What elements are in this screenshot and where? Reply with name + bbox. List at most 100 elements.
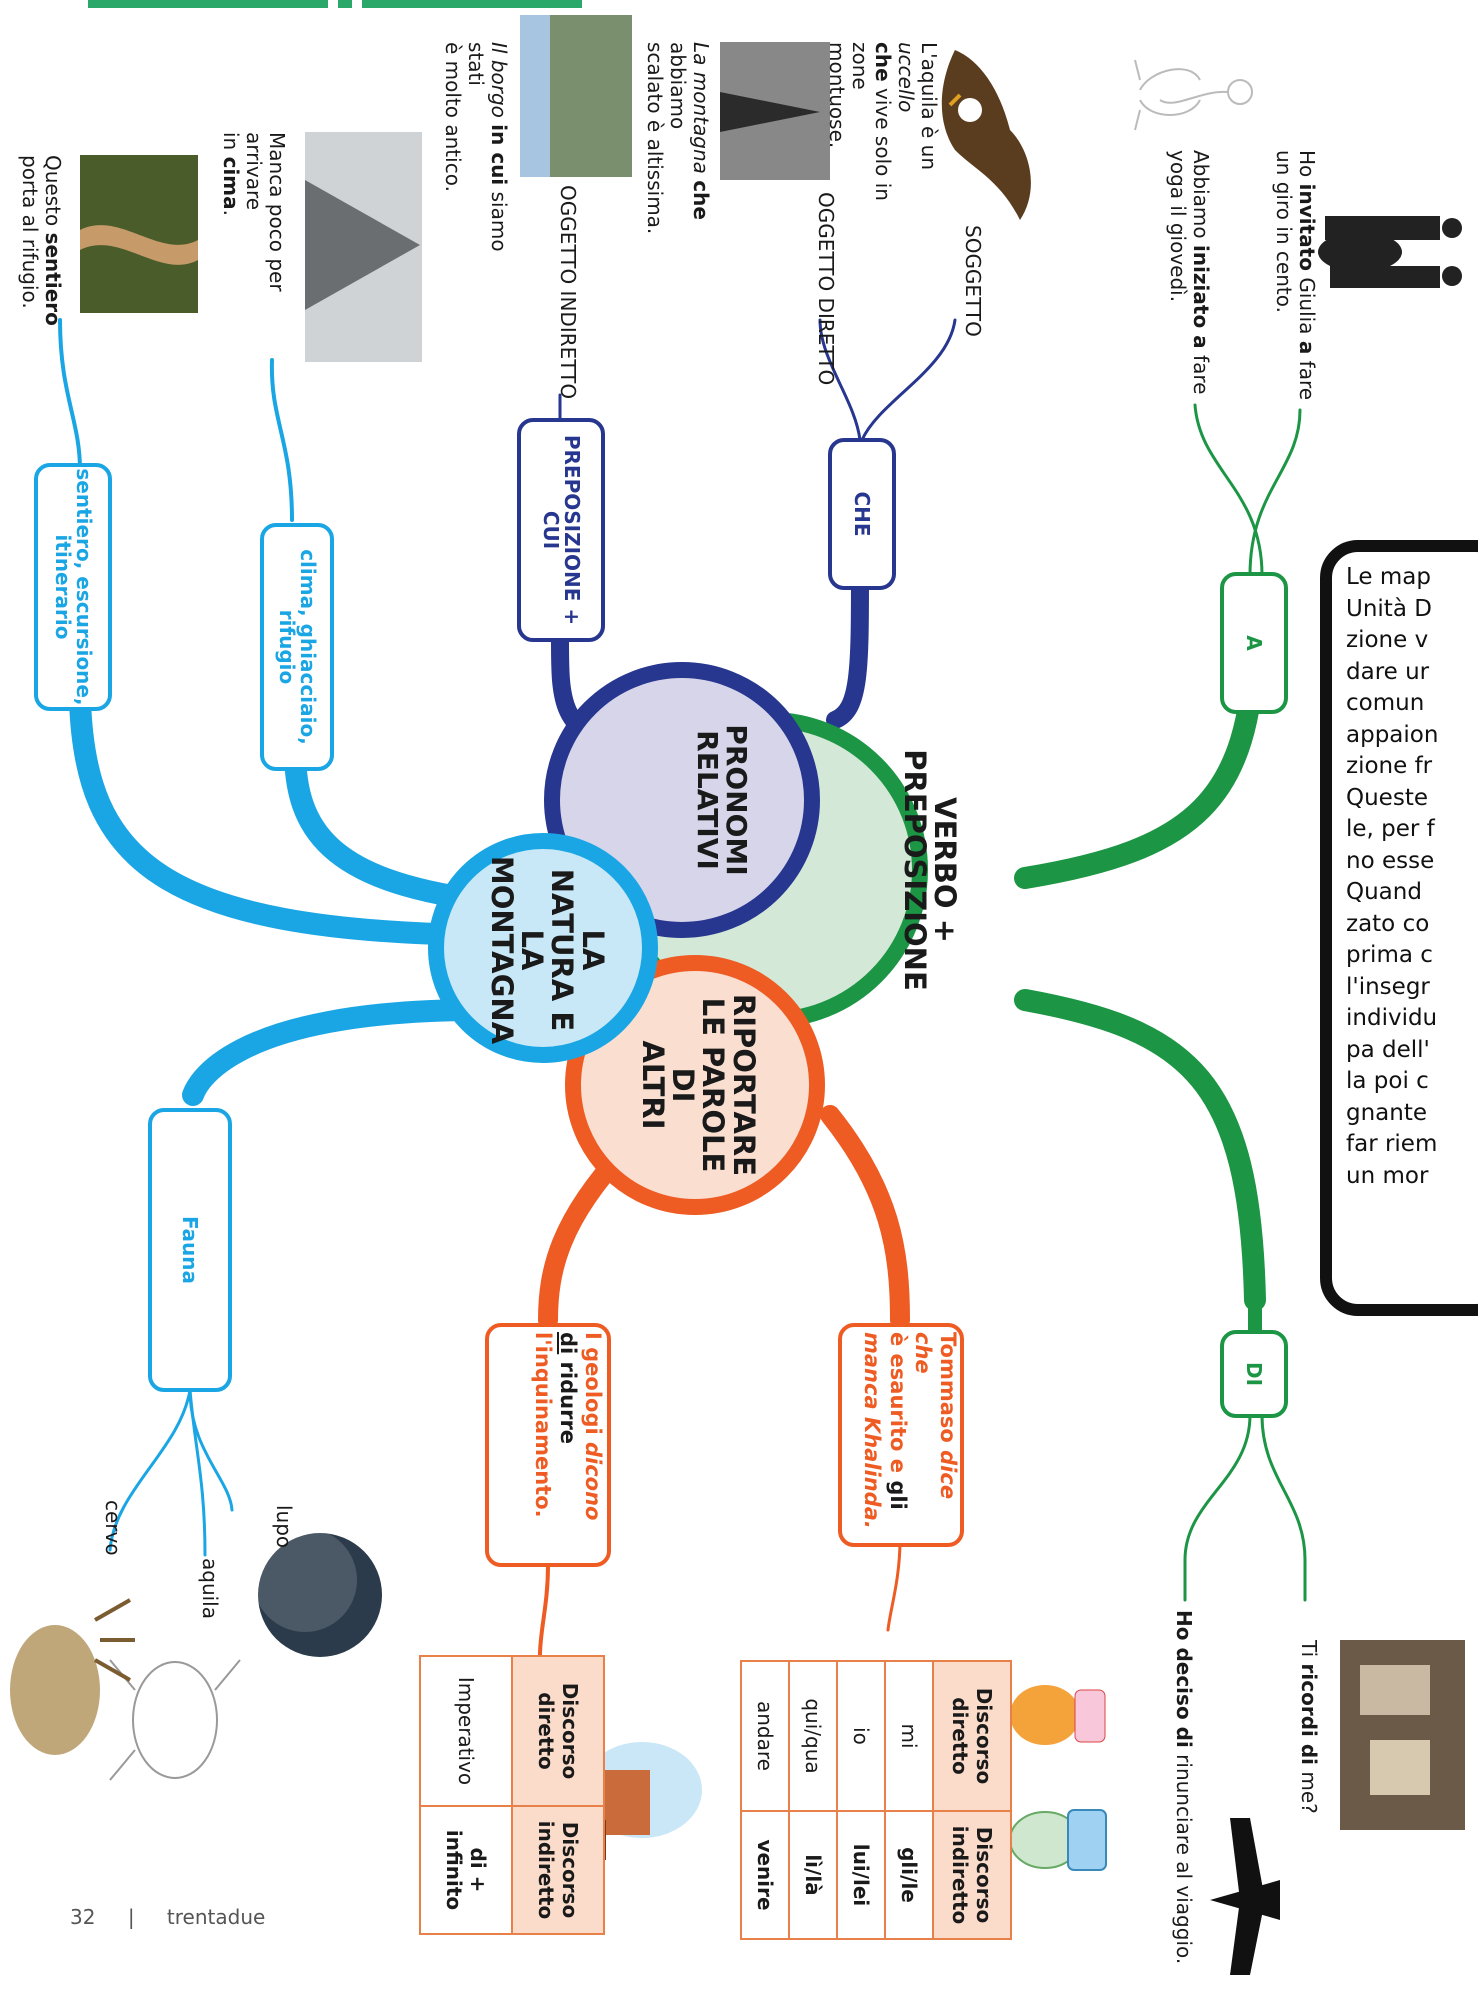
lupo-label: lupo xyxy=(272,1505,296,1565)
pronomi-line-2: RELATIVI xyxy=(691,730,724,870)
note-line: prima c xyxy=(1346,942,1433,968)
cervo-text: cervo xyxy=(101,1500,125,1556)
che-label: CHE xyxy=(830,440,894,588)
oggetto-indiretto-text: OGGETTO INDIRETTO xyxy=(556,185,580,400)
table1-header-indiretto: Discorso indiretto xyxy=(933,1811,1011,1939)
top-strip-left xyxy=(88,0,328,8)
silhouette-couple-image xyxy=(1318,216,1462,288)
oggetto-diretto-example: La montagna che abbiamo scalato è altiss… xyxy=(643,42,713,282)
a-ex1-pre: Ho xyxy=(1295,150,1319,184)
di-ex2-post: rinunciare al viaggio. xyxy=(1172,1747,1196,1965)
oggetto-diretto-text: OGGETTO DIRETTO xyxy=(814,192,838,386)
riportare-ex2-box xyxy=(485,1323,611,1567)
rp-ex1-line-3: manca Khalinda. xyxy=(860,1332,885,1529)
di-example-2: Ho deciso di rinunciare al viaggio. xyxy=(1172,1610,1196,1970)
prep-cui-box xyxy=(517,418,605,642)
od-ex-post: abbiamo xyxy=(666,42,690,130)
table1-cell: andare xyxy=(741,1661,789,1811)
a-example-2: Abbiamo iniziato a fare yoga il giovedì. xyxy=(1166,150,1213,410)
page-separator: | xyxy=(127,1905,135,1929)
od-ex-line-2: scalato è altissima. xyxy=(643,42,667,235)
glacier-peak xyxy=(305,180,420,310)
riportare-ex1-box xyxy=(838,1323,964,1547)
note-line: zato co xyxy=(1346,910,1430,937)
page-number: 32 xyxy=(70,1905,96,1929)
sentiero-label-line-2: itinerario xyxy=(51,534,75,640)
rp-ex1-mid: è esaurito e xyxy=(885,1332,910,1481)
note-line: individu xyxy=(1346,1005,1438,1031)
a-ex2-line-2: yoga il giovedì. xyxy=(1166,150,1190,303)
clima-label-line-2: rifugio xyxy=(275,609,299,685)
rp-ex2-italic: dicono xyxy=(581,1442,605,1521)
soggetto-example: L'aquila è un uccello che vive solo in z… xyxy=(825,42,941,242)
top-strip-right xyxy=(362,0,582,8)
note-line: far riem xyxy=(1346,1131,1438,1157)
sentiero-label: sentiero, escursione,itinerario xyxy=(36,465,110,709)
clima-label: clima, ghiacciaio,rifugio xyxy=(262,525,332,769)
page-footer: 32 | trentadue xyxy=(70,1905,265,1929)
note-line: Quand xyxy=(1346,879,1422,905)
verbo-line-2: PREPOSIZIONE xyxy=(898,749,932,991)
note-line: zione fr xyxy=(1346,753,1433,779)
deer-image xyxy=(10,1598,135,1755)
yoga-figure-image xyxy=(1134,59,1253,131)
page-word: trentadue xyxy=(166,1905,266,1929)
table2-header-diretto: Discorso diretto xyxy=(512,1656,604,1806)
a-ex1-mid: Giulia xyxy=(1295,270,1319,341)
speech-bubbles-image xyxy=(1009,1685,1107,1871)
a-label-text: A xyxy=(1242,635,1267,651)
table2-header-indiretto: Discorso indiretto xyxy=(512,1806,604,1934)
sentiero-ex-line-2: porta al rifugio. xyxy=(18,155,42,309)
rp-ex2-post: ridurre xyxy=(555,1354,580,1445)
table1-header-diretto: Discorso diretto xyxy=(933,1661,1011,1811)
od-ex-italic: La montagna xyxy=(689,42,713,174)
table2-cell: di + infinito xyxy=(420,1806,512,1934)
riportare-ex1: Tommaso dice che è esaurito e gli manca … xyxy=(859,1332,960,1542)
rp-ex2-underline: di xyxy=(555,1332,580,1355)
natura-line-1: LA xyxy=(575,929,610,971)
table1-cell: venire xyxy=(741,1811,789,1939)
note-line: la poi c xyxy=(1346,1068,1429,1094)
di-label-text: DI xyxy=(1242,1361,1267,1387)
clima-ex-post: . xyxy=(219,209,243,216)
village-sky xyxy=(520,15,550,177)
riportare-ex2: I geologi dicono di ridurre l'inquinamen… xyxy=(529,1332,605,1552)
sentiero-label-line-1: sentiero, escursione, xyxy=(72,468,96,706)
note-line: pa dell' xyxy=(1346,1036,1430,1063)
table1-cell: lui/lei xyxy=(837,1811,885,1939)
soggetto-label: SOGGETTO xyxy=(961,225,985,345)
note-line: Unità D xyxy=(1346,595,1432,622)
lupo-text: lupo xyxy=(272,1505,296,1549)
oi-ex-italic: Il borgo xyxy=(487,42,511,118)
verbo-title: VERBO +PREPOSIZIONE xyxy=(875,725,985,1015)
rp-ex2-pre: I geologi xyxy=(581,1332,605,1442)
fauna-box xyxy=(148,1108,232,1392)
note-line: l'insegr xyxy=(1346,973,1430,1000)
prep-cui-label: PREPOSIZIONE +CUI xyxy=(519,420,603,640)
fauna-label-text: Fauna xyxy=(178,1216,203,1284)
note-line: Queste xyxy=(1346,784,1428,811)
natura-circle xyxy=(428,833,658,1063)
oggetto-indiretto-label: OGGETTO INDIRETTO xyxy=(556,185,580,405)
pronomi-line-1: PRONOMI xyxy=(720,724,754,876)
soggetto-ex-italic: uccello xyxy=(894,42,918,113)
verbo-line-1: VERBO + xyxy=(928,797,963,943)
riportare-line-1: RIPORTARE xyxy=(726,993,761,1177)
clima-box xyxy=(260,523,334,771)
a-ex1-line-2: un giro in cento. xyxy=(1272,150,1296,313)
a-ex1-bold-2: a xyxy=(1295,340,1319,355)
che-box xyxy=(828,438,896,590)
natura-line-3: MONTAGNA xyxy=(484,855,519,1045)
di-box xyxy=(1220,1330,1288,1418)
a-ex2-pre: Abbiamo xyxy=(1189,150,1213,245)
top-strip-mid xyxy=(338,0,352,8)
soggetto-text: SOGGETTO xyxy=(961,225,985,337)
prep-label-line-1: PREPOSIZIONE + xyxy=(560,434,584,626)
table1-cell: lì/là xyxy=(789,1811,837,1939)
oggetto-indiretto-example: Il borgo in cui siamo stati è molto anti… xyxy=(441,42,511,282)
